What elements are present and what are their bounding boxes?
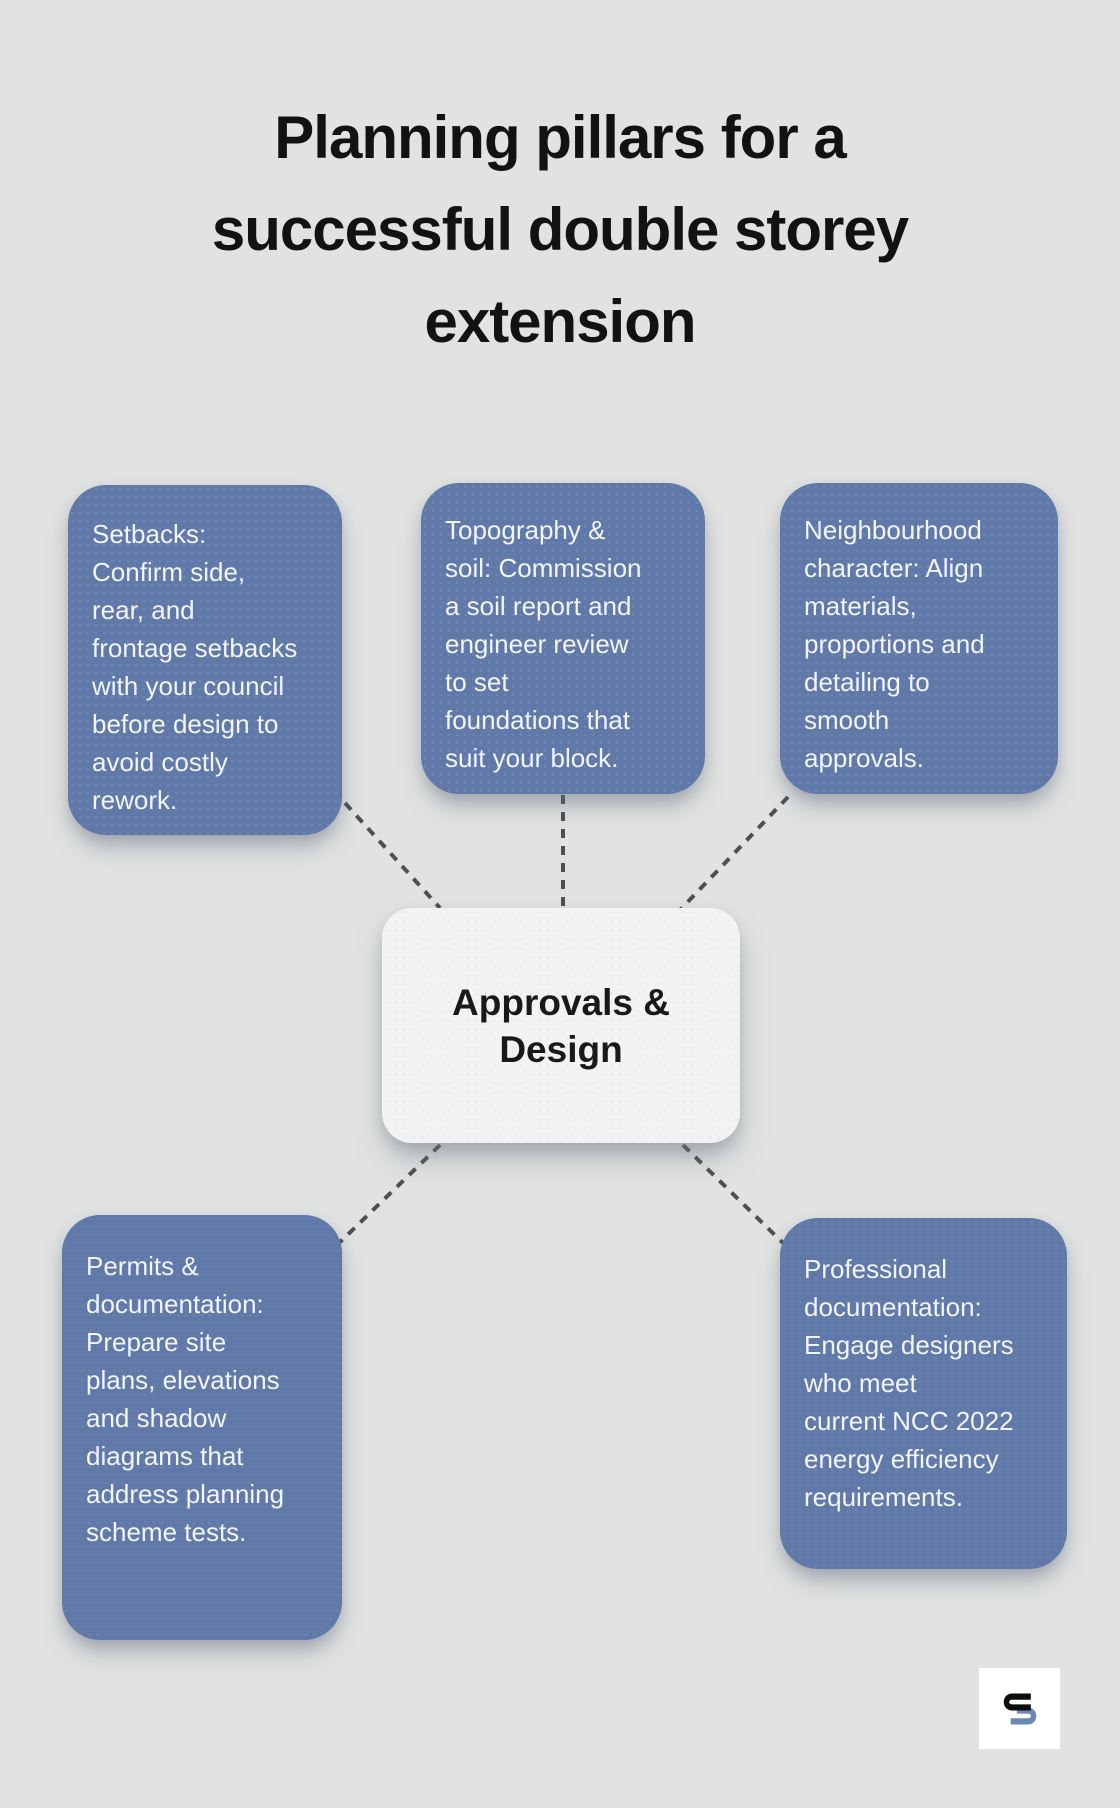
node-professional-documentation-text: Professional documentation: Engage desig… [804, 1254, 1014, 1512]
page-title: Planning pillars for a successful double… [211, 104, 909, 355]
node-permits-documentation-text: Permits & documentation: Prepare site pl… [86, 1251, 285, 1547]
connector-professional-documentation [681, 1143, 785, 1245]
node-setbacks-text: Setbacks: Confirm side, rear, and fronta… [92, 519, 298, 815]
s-monogram-logo-icon [1003, 1693, 1036, 1724]
node-topography-soil-text: Topography & soil: Commission a soil rep… [445, 515, 642, 773]
center-node-label: Approvals & Design [452, 981, 670, 1070]
connector-permits-documentation [335, 1143, 442, 1247]
node-topography-soil: Topography & soil: Commission a soil rep… [421, 483, 705, 794]
node-neighbourhood-character-text: Neighbourhood character: Align materials… [804, 515, 985, 773]
node-neighbourhood-character: Neighbourhood character: Align materials… [780, 483, 1058, 794]
brand-logo [979, 1668, 1060, 1749]
node-permits-documentation: Permits & documentation: Prepare site pl… [62, 1215, 342, 1640]
connector-neighbourhood-character [678, 795, 790, 912]
connector-setbacks [343, 801, 442, 910]
center-node: Approvals & Design [382, 908, 740, 1143]
node-setbacks: Setbacks: Confirm side, rear, and fronta… [68, 485, 342, 835]
node-professional-documentation: Professional documentation: Engage desig… [780, 1218, 1067, 1569]
